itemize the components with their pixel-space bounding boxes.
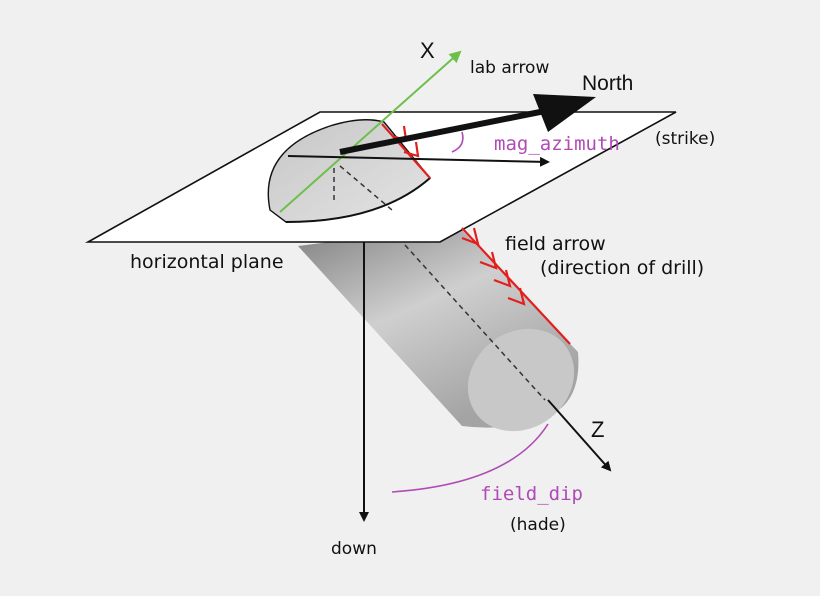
field-arrow-marks-lower — [461, 227, 571, 345]
north-arrow-head — [533, 94, 596, 132]
x-axis-label: X — [420, 38, 435, 63]
field-dip-label: field_dip — [480, 483, 583, 505]
field-arrow-label: field arrow — [505, 233, 606, 255]
core-axis-dashed-upper — [339, 165, 393, 211]
strike-label: (strike) — [655, 129, 715, 149]
strike-projection-arrow — [287, 155, 550, 167]
hade-label: (hade) — [510, 515, 566, 535]
horizontal-plane-label: horizontal plane — [130, 251, 284, 273]
z-axis-arrow — [547, 399, 612, 472]
lab-arrow — [279, 50, 462, 213]
north-label: North — [582, 72, 633, 95]
core-axis-dashed-lower — [404, 244, 546, 401]
cylinder-bottom-cap — [467, 328, 575, 432]
field-dip-arc — [391, 423, 549, 493]
mag-azimuth-label: mag_azimuth — [494, 133, 620, 155]
direction-of-drill-label: (direction of drill) — [540, 257, 704, 279]
mag-azimuth-arc — [451, 131, 464, 153]
z-axis-label: Z — [591, 417, 604, 442]
lab-arrow-label: lab arrow — [470, 58, 549, 78]
cylinder-cut-face — [285, 177, 431, 223]
north-arrow-shaft — [339, 107, 551, 155]
down-label: down — [331, 539, 377, 559]
